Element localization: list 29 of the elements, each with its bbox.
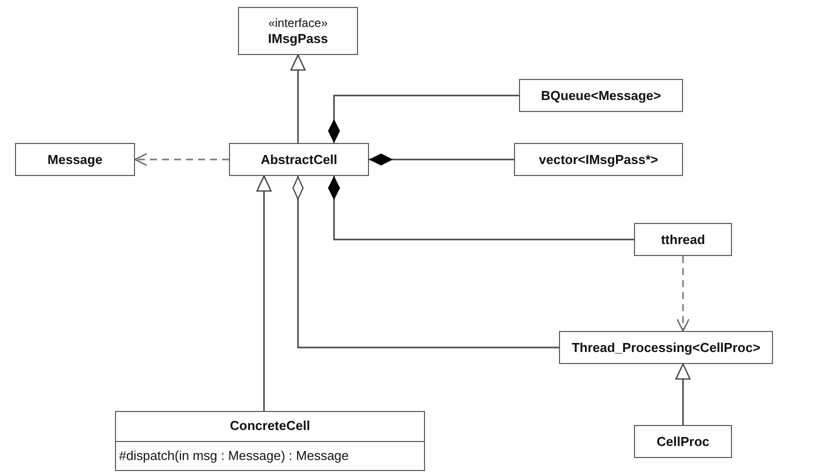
- connector: [676, 256, 690, 332]
- connector: [328, 94, 519, 143]
- class-box: [634, 223, 732, 256]
- connector: [256, 175, 272, 411]
- class-box: [238, 7, 358, 55]
- connector: [369, 154, 514, 166]
- class-name: tthread: [660, 232, 706, 248]
- class-box: [115, 411, 425, 471]
- class-box: [634, 425, 732, 458]
- class-name: Message: [46, 152, 104, 168]
- class-name: CellProc: [656, 434, 710, 450]
- class-name: AbstractCell: [260, 152, 338, 168]
- class-name: Thread_Processing<CellProc>: [570, 340, 762, 356]
- class-name: BQueue<Message>: [540, 88, 662, 104]
- class-box: [514, 143, 683, 176]
- connector: [292, 176, 559, 348]
- class-operation: #dispatch(in msg : Message) : Message: [119, 448, 349, 464]
- connector: [328, 176, 634, 240]
- class-box: [229, 143, 369, 176]
- connector: [290, 54, 306, 143]
- connector: [675, 363, 691, 425]
- class-box: [559, 331, 773, 364]
- class-name: vector<IMsgPass*>: [538, 152, 660, 168]
- class-box: [519, 79, 683, 112]
- stereotype: «interface»: [267, 16, 329, 30]
- class-name: ConcreteCell: [230, 418, 310, 434]
- connector: [134, 152, 229, 166]
- class-name: IMsgPass: [267, 30, 329, 46]
- class-box: [15, 143, 135, 176]
